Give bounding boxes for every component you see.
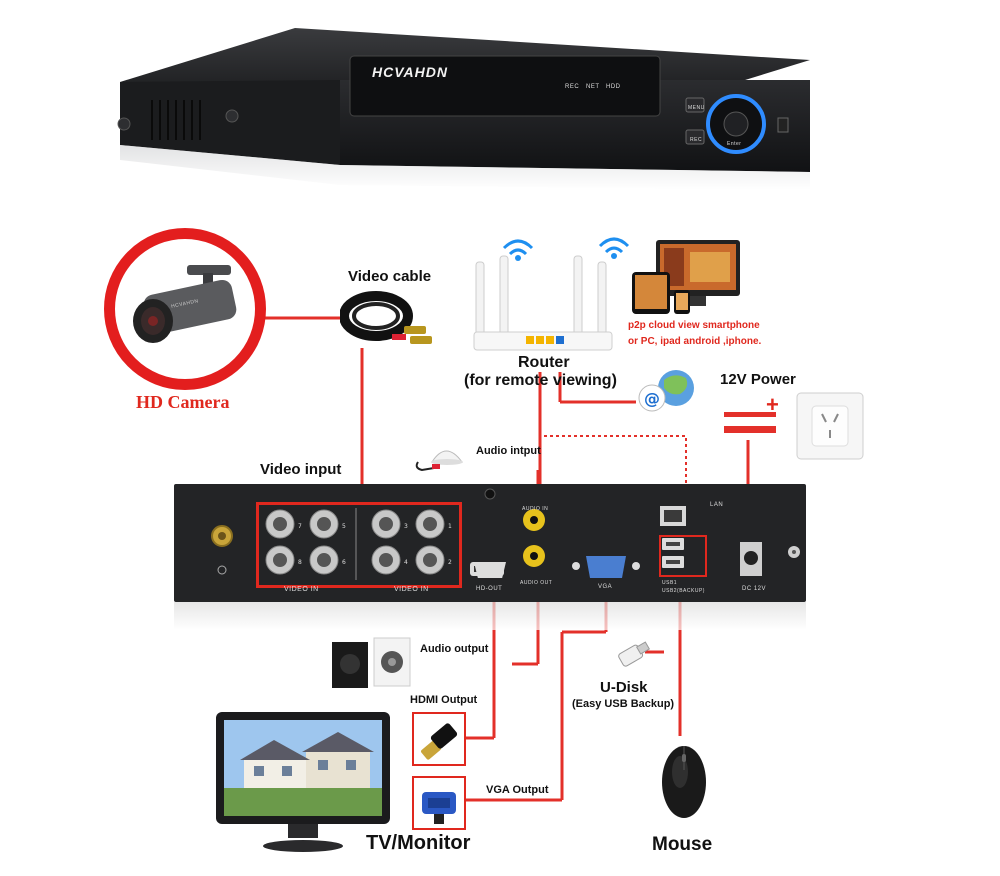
monitor-label: TV/Monitor xyxy=(366,832,471,854)
audio-input-label: Audio intput xyxy=(476,445,541,457)
vga-label: VGA xyxy=(598,584,613,590)
video-in-connectors: 7 5 3 1 8 6 4 2 xyxy=(258,504,458,584)
hdmi-cable-icon xyxy=(421,723,458,760)
power-plus: + xyxy=(766,392,779,417)
camera-icon xyxy=(133,265,237,343)
bnc-connectors-svg: 7 5 3 1 8 6 4 2 xyxy=(265,508,452,580)
panel-reflection xyxy=(174,602,806,630)
led-hdd: HDD xyxy=(606,84,621,90)
vga-cable-box xyxy=(412,776,466,830)
router-sublabel: (for remote viewing) xyxy=(464,372,617,389)
channel-number: 5 xyxy=(342,523,346,530)
usb2-label: USB2(BACKUP) xyxy=(662,588,705,594)
audio-output-label: Audio output xyxy=(420,643,489,655)
hdmi-output-label: HDMI Output xyxy=(410,694,478,706)
p2p-line2: or PC, ipad android ,iphone. xyxy=(628,336,762,347)
video-cable-icon xyxy=(340,291,432,344)
channel-number: 4 xyxy=(404,559,408,566)
monitor-icon xyxy=(216,712,390,852)
dc-label: DC 12V xyxy=(742,586,767,592)
p2p-line1: p2p cloud view smartphone xyxy=(628,320,760,331)
udisk-sublabel: (Easy USB Backup) xyxy=(572,698,675,710)
channel-number: 7 xyxy=(298,523,302,530)
enter-key-label: Enter xyxy=(727,141,742,147)
p2p-devices-icon xyxy=(632,240,740,314)
power-label: 12V Power xyxy=(720,371,796,388)
dvr-brand: HCVAHDN xyxy=(372,64,448,80)
bnc-connector-core xyxy=(423,517,437,531)
lan-label: LAN xyxy=(710,502,724,508)
video-in-label-1: VIDEO IN xyxy=(284,586,319,593)
bnc-connector-core xyxy=(379,517,393,531)
usb1-label: USB1 xyxy=(662,580,678,586)
menu-key-label: MENU xyxy=(688,105,705,111)
channel-number: 3 xyxy=(404,523,408,530)
globe-email-icon: @ xyxy=(638,370,694,412)
vga-cable-icon xyxy=(422,792,456,824)
channel-number: 2 xyxy=(448,559,452,566)
video-input-highlight xyxy=(256,502,462,588)
bnc-connector-core xyxy=(379,553,393,567)
video-cable-label: Video cable xyxy=(348,268,432,285)
router-icon xyxy=(473,237,630,351)
mouse-icon xyxy=(662,746,706,818)
audio-out-label: AUDIO OUT xyxy=(520,580,553,586)
hd-out-label: HD-OUT xyxy=(476,586,503,592)
usb-disk-icon xyxy=(618,641,651,667)
channel-number: 1 xyxy=(448,523,452,530)
speakers-icon xyxy=(332,637,411,688)
bnc-connector-core xyxy=(423,553,437,567)
dvr-front-unit: HCVAHDN REC NET HDD MENU REC Enter xyxy=(110,20,822,225)
channel-number: 8 xyxy=(298,559,302,566)
rec-key-label: REC xyxy=(690,137,703,143)
battery-symbol-icon xyxy=(724,412,776,433)
hd-camera-label: HD Camera xyxy=(136,392,230,412)
wire-router-to-lan xyxy=(539,374,687,504)
audio-in-label: AUDIO IN xyxy=(522,506,549,512)
router-label: Router xyxy=(518,354,570,371)
bnc-connector-core xyxy=(317,553,331,567)
bnc-connector-core xyxy=(273,553,287,567)
svg-text:@: @ xyxy=(644,389,660,408)
video-in-label-2: VIDEO IN xyxy=(394,586,429,593)
led-net: NET xyxy=(586,84,600,90)
led-rec: REC xyxy=(565,84,580,90)
channel-number: 6 xyxy=(342,559,346,566)
usb-highlight xyxy=(659,535,707,577)
vga-output-label: VGA Output xyxy=(486,784,549,796)
hdmi-cable-box xyxy=(412,712,466,766)
hdmi-port xyxy=(474,562,506,578)
camera-ring: HCVAHDN xyxy=(104,228,266,390)
bnc-connector-core xyxy=(273,517,287,531)
microphone-icon xyxy=(415,450,463,472)
video-input-label: Video input xyxy=(260,461,342,478)
mouse-label: Mouse xyxy=(652,834,713,855)
wall-outlet-icon xyxy=(796,392,864,460)
bnc-connector-core xyxy=(317,517,331,531)
udisk-label: U-Disk xyxy=(600,679,648,696)
